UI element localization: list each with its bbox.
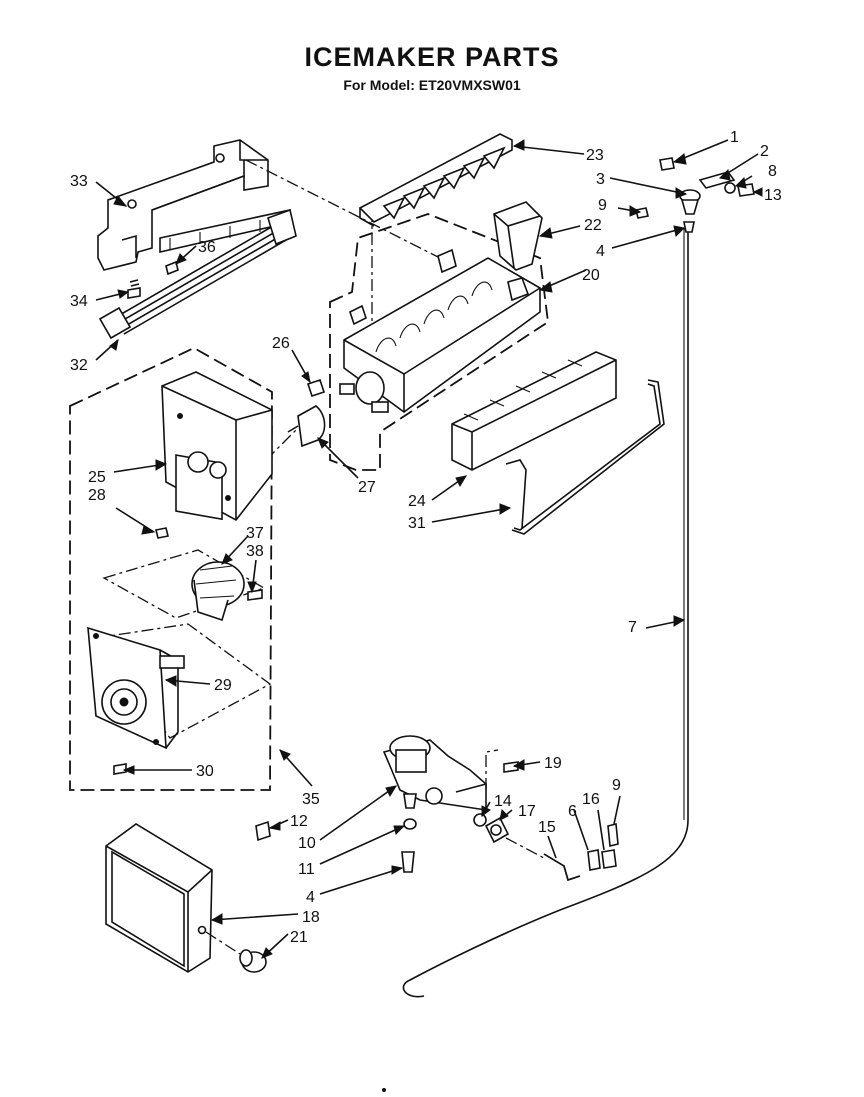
callout-30: 30 [196,763,214,780]
callout-19: 19 [544,755,562,772]
callout-4b: 4 [306,889,315,906]
callout-1: 1 [730,129,739,146]
callout-11: 11 [298,861,315,878]
callout-26: 26 [272,335,290,352]
callout-29: 29 [214,677,232,694]
insert-part-4b [401,851,415,873]
callout-22: 22 [584,217,602,234]
water-valve-part [382,735,487,811]
callout-35: 35 [302,791,320,808]
drive-motor-part [191,561,245,622]
page-title: ICEMAKER PARTS [304,42,560,72]
callout-18: 18 [302,909,320,926]
screw-part-36 [165,260,179,276]
assembly-line [485,749,499,790]
assembly-line [205,931,241,955]
shut-off-arm-part [505,379,665,535]
callout-20: 20 [582,267,600,284]
callout-8: 8 [768,163,777,180]
tube-fitting-parts [635,157,755,233]
ice-mold-part [339,248,541,413]
callout-4: 4 [596,243,605,260]
callout-12: 12 [290,813,308,830]
callout-34: 34 [70,293,88,310]
callout-14: 14 [494,793,512,810]
assembly-line [102,549,266,619]
leader-arrowheads [109,139,763,959]
callout-38: 38 [246,543,264,560]
leader-lines [95,139,763,959]
control-housing-part [161,371,273,522]
model-subtitle: For Model: ET20VMXSW01 [343,77,521,93]
screw-part-30 [113,763,127,775]
callout-9: 9 [598,197,607,214]
control-assembly-outline [69,346,273,791]
water-tube-part-15 [543,853,581,882]
assembly-line [245,159,441,259]
callout-7: 7 [628,619,637,636]
callout-21: 21 [290,929,308,946]
callout-33: 33 [70,173,88,190]
callout-17: 17 [518,803,536,820]
tube-fittings-parts-6-16-9 [587,822,619,871]
callout-25: 25 [88,469,106,486]
callout-32: 32 [70,357,88,374]
callout-36: 36 [198,239,216,256]
callout-28: 28 [88,487,106,504]
callout-27: 27 [358,479,376,496]
callout-6: 6 [568,803,577,820]
assembly-line [505,837,545,859]
cap-part-12 [255,820,271,842]
fill-cup-part [493,201,543,271]
callout-labels: 1 2 3 8 9 13 22 4 20 23 33 36 34 32 26 2… [70,129,782,946]
compression-nut-part-17 [484,816,510,844]
callout-24: 24 [408,493,426,510]
washer-part-14 [473,813,487,827]
mounting-bracket-part [97,139,293,271]
callout-13: 13 [764,187,782,204]
water-tube-part [402,226,689,998]
knob-part-21 [239,949,267,973]
screw-part-34 [127,279,141,299]
callout-3: 3 [596,171,605,188]
callout-2: 2 [760,143,769,160]
thermostat-part [306,378,326,398]
ice-stripper-part [451,351,617,471]
callout-16: 16 [582,791,600,808]
callout-23: 23 [586,147,604,164]
front-cover-part [105,823,213,973]
screw-part-38 [247,589,263,601]
callout-9b: 9 [612,777,621,794]
screw-part-28 [155,527,169,539]
ejector-part [358,133,513,227]
callout-37: 37 [246,525,264,542]
screw-part-19 [503,761,519,773]
washer-part-11 [403,818,417,830]
mold-heater-connector-part [287,405,326,448]
page-mark [382,1088,386,1092]
callout-31: 31 [408,515,426,532]
support-plate-part [87,626,185,750]
callout-10: 10 [298,835,316,852]
wire-harness-part [98,208,297,340]
callout-15: 15 [538,819,556,836]
